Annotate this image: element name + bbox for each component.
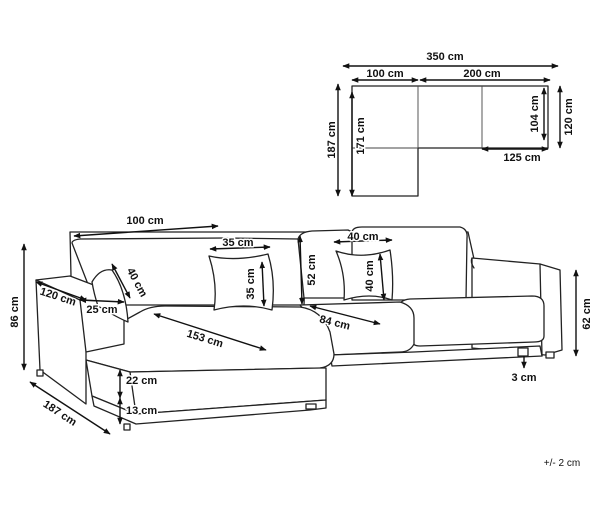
armrest-right-edge bbox=[470, 257, 475, 269]
dim-line-cushion-width bbox=[209, 244, 271, 252]
dim-label-total-depth: 187 cm bbox=[41, 398, 79, 429]
leg-front-chaise bbox=[123, 423, 131, 431]
dim-label-plan-right-width: 200 cm bbox=[463, 68, 501, 80]
dim-line-chaise-length bbox=[153, 313, 267, 351]
dim-line-seat-width bbox=[309, 304, 381, 326]
dim-label-leg-height: 3 cm bbox=[511, 372, 536, 384]
dim-line-pillow-height bbox=[377, 253, 387, 301]
plan-view: 350 cm 100 cm 200 cm 187 cm 171 cm 104 c… bbox=[325, 50, 577, 197]
dim-label-pillow-height: 40 cm bbox=[364, 260, 376, 291]
dim-label-cushion-width: 35 cm bbox=[222, 237, 253, 249]
dim-label-plan-back-depth: 104 cm bbox=[529, 95, 541, 133]
dim-line-side-pillow bbox=[111, 263, 131, 299]
dim-label-plan-arm-width: 125 cm bbox=[503, 152, 541, 164]
leg-front-right bbox=[305, 403, 317, 410]
dim-label-plan-chaise-depth: 171 cm bbox=[355, 117, 367, 155]
dim-label-plan-seat-depth: 120 cm bbox=[563, 98, 575, 136]
dim-label-total-height: 86 cm bbox=[9, 296, 21, 327]
tolerance-note: +/- 2 cm bbox=[544, 458, 580, 469]
dim-label-plan-total-depth: 187 cm bbox=[326, 121, 338, 159]
leg-front-left bbox=[36, 369, 44, 377]
dim-label-seat-thickness: 22 cm bbox=[126, 375, 157, 387]
leg-back-right bbox=[517, 347, 529, 357]
dim-label-plan-left-width: 100 cm bbox=[366, 68, 404, 80]
dim-line-armrest-depth bbox=[79, 297, 125, 305]
chaise-corner-line bbox=[129, 371, 137, 415]
dim-label-base-height: 13 cm bbox=[126, 405, 157, 417]
dim-label-plan-total-width: 350 cm bbox=[426, 51, 464, 63]
dim-line-cushion-height bbox=[259, 261, 267, 307]
dim-label-pillow-width: 40 cm bbox=[347, 231, 378, 243]
dim-line-total-depth bbox=[29, 381, 111, 435]
dim-line-armrest-width bbox=[35, 281, 87, 301]
dim-label-chaise-width: 100 cm bbox=[126, 215, 164, 227]
dim-line-pillow-width bbox=[333, 237, 393, 245]
cushion-square-center bbox=[208, 253, 274, 311]
sofa-base-right bbox=[329, 345, 543, 367]
seat-cushion-right bbox=[397, 295, 545, 347]
dim-line-backrest-height bbox=[297, 235, 305, 305]
sofa-drawing bbox=[35, 226, 563, 431]
dim-label-seat-height: 62 cm bbox=[581, 298, 593, 329]
leg-back-right-2 bbox=[545, 351, 555, 359]
plan-outline bbox=[351, 85, 549, 197]
dim-label-cushion-height: 35 cm bbox=[245, 268, 257, 299]
dim-label-armrest-depth: 25 cm bbox=[86, 304, 117, 316]
dim-label-backrest-height: 52 cm bbox=[306, 254, 318, 285]
dim-line-chaise-width bbox=[73, 223, 219, 239]
